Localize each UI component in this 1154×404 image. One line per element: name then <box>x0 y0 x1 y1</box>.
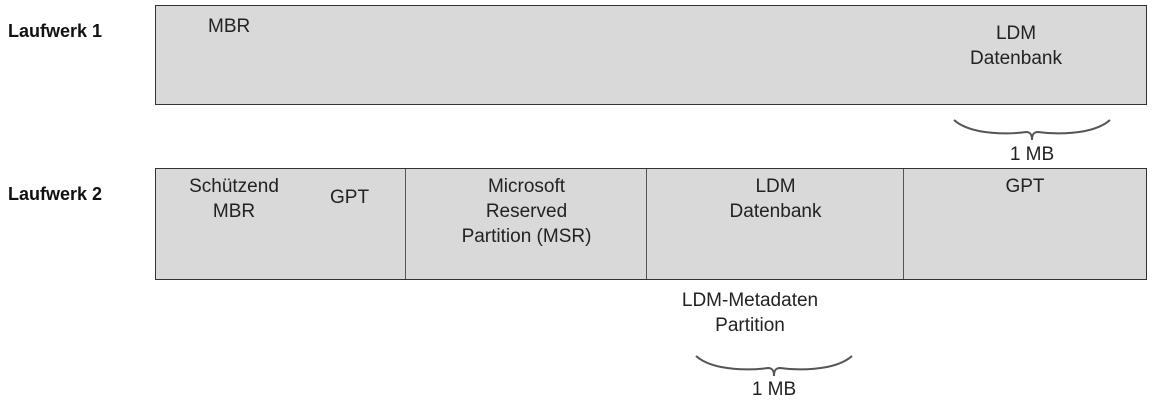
protective-mbr-text: Schützend MBR <box>189 176 279 222</box>
drive-1-brace <box>953 119 1111 141</box>
gpt-end-text: GPT <box>1005 176 1045 197</box>
msr-text: Microsoft Reserved Partition (MSR) <box>461 176 592 247</box>
segment-msr: Microsoft Reserved Partition (MSR) <box>405 169 646 279</box>
drive-1-ldm-database: LDM Datenbank <box>970 23 1062 69</box>
drive-1-label: Laufwerk 1 <box>8 21 103 41</box>
drive-2-box: Schützend MBR GPT Microsoft Reserved Par… <box>155 168 1147 280</box>
drive-1-brace-label: 1 MB <box>1009 144 1055 165</box>
segment-protective-mbr-gpt: Schützend MBR GPT <box>156 169 405 279</box>
drive-1-box: MBR LDM Datenbank <box>155 5 1147 105</box>
drive-1-mbr: MBR <box>208 16 251 37</box>
segment-ldm-database: LDM Datenbank <box>646 169 903 279</box>
drive-2-brace <box>695 355 853 377</box>
segment-gpt-end: GPT <box>903 169 1145 279</box>
ldm-metadata-partition-label: LDM-Metadaten Partition <box>681 290 819 336</box>
drive-2-label: Laufwerk 2 <box>8 184 103 204</box>
drive-2-brace-label: 1 MB <box>751 379 797 400</box>
gpt-start-text: GPT <box>330 187 370 208</box>
drive-2-ldm-database: LDM Datenbank <box>729 176 822 222</box>
